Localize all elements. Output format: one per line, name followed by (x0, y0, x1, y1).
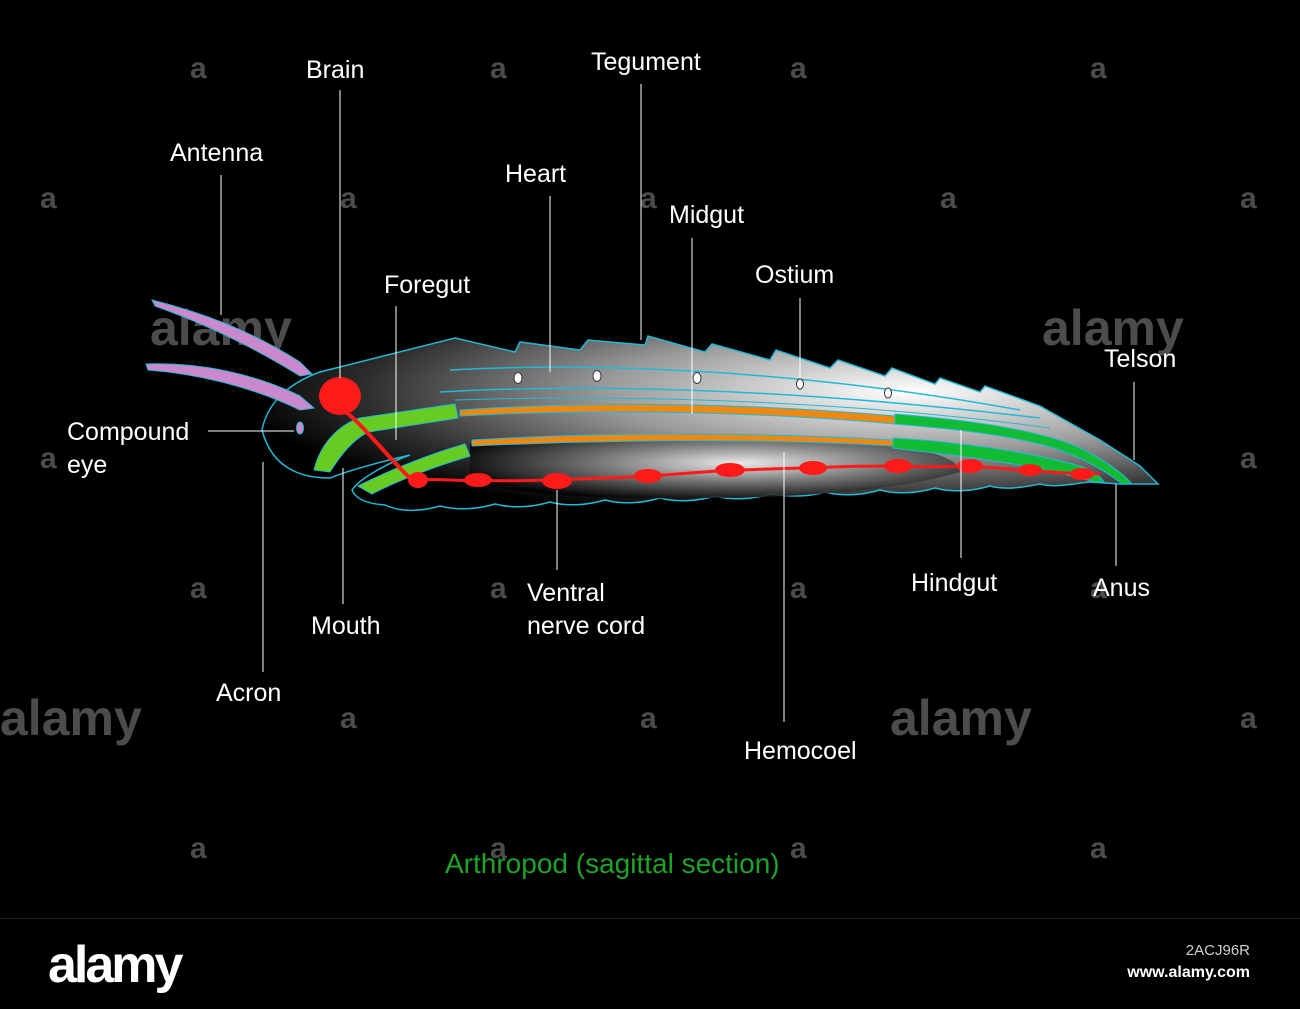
foregut-upper (313, 403, 459, 473)
hemocoel-region (470, 434, 960, 499)
antenna-lower (145, 363, 316, 411)
label-mouth: Mouth (311, 612, 380, 640)
watermark-mark: a (640, 182, 657, 215)
brain-shape (319, 377, 361, 415)
antenna-upper (151, 299, 314, 377)
ganglion (957, 459, 983, 473)
label-brain: Brain (306, 56, 364, 84)
ostium-dot (796, 378, 804, 390)
heart-tube-top (449, 366, 1021, 411)
label-antenna: Antenna (170, 139, 263, 167)
label-acron: Acron (216, 679, 281, 707)
watermark-mark: a (190, 52, 207, 85)
watermark-mark: a (1090, 52, 1107, 85)
watermark-mark: a (340, 182, 357, 215)
ganglion (542, 473, 572, 489)
ostium-dot (884, 387, 892, 399)
watermark-mark: a (790, 572, 807, 605)
ganglion (634, 469, 662, 483)
watermark-mark: a (340, 702, 357, 735)
watermark-mark: a (1240, 702, 1257, 735)
label-compound-eye-2: eye (67, 451, 107, 479)
diagram-caption: Arthropod (sagittal section) (445, 848, 780, 879)
watermark-mark: a (190, 832, 207, 865)
footer-url: www.alamy.com (1127, 964, 1250, 981)
footer-logo: alamy (48, 936, 183, 994)
label-ventral-nerve-cord-2: nerve cord (527, 612, 645, 640)
ganglion (799, 461, 827, 475)
label-hemocoel: Hemocoel (744, 737, 857, 765)
watermark-mark: a (1240, 182, 1257, 215)
nerve-connective (344, 410, 414, 482)
watermark-mark: a (790, 52, 807, 85)
watermark-mark: a (640, 702, 657, 735)
footer-divider (0, 918, 1300, 919)
foregut-lower (356, 443, 471, 495)
ganglion (715, 463, 745, 477)
label-compound-eye-1: Compound (67, 418, 189, 446)
watermark-mark: a (940, 182, 957, 215)
dorsal-line (454, 397, 1051, 429)
label-telson: Telson (1104, 345, 1176, 373)
heart-tube-bottom (439, 387, 1041, 419)
arthropod-body (145, 299, 1160, 512)
ostium-dot (592, 370, 602, 382)
ganglion (408, 472, 428, 488)
label-tegument: Tegument (591, 48, 701, 76)
watermark-mark: a (490, 52, 507, 85)
watermark-mark: a (190, 572, 207, 605)
labels: Brain Tegument Antenna Heart Midgut Osti… (67, 48, 1176, 765)
watermark-mark: a (1090, 832, 1107, 865)
watermark-brand: alamy (890, 690, 1032, 746)
ganglion (884, 459, 912, 473)
label-anus: Anus (1093, 574, 1150, 602)
compound-eye-shape (296, 421, 304, 435)
watermark-mark: a (490, 832, 507, 865)
ostium-dot (513, 372, 523, 384)
label-ostium: Ostium (755, 261, 834, 289)
watermark-mark: a (490, 572, 507, 605)
watermark-brand: alamy (0, 690, 142, 746)
label-heart: Heart (505, 160, 566, 188)
watermark-mark: a (40, 442, 57, 475)
footer-image-id: 2ACJ96R (1185, 942, 1250, 959)
hindgut-upper (894, 413, 1134, 485)
watermark-brand: alamy (1042, 300, 1184, 356)
watermark-mark: a (1090, 572, 1107, 605)
watermark-mark: a (1240, 442, 1257, 475)
watermark-mark: a (40, 182, 57, 215)
ganglion (464, 473, 492, 487)
leader-lines (208, 84, 1135, 722)
label-foregut: Foregut (384, 271, 470, 299)
ganglion (1070, 468, 1094, 480)
ostium-dot (692, 372, 702, 384)
label-hindgut: Hindgut (911, 569, 997, 597)
label-ventral-nerve-cord-1: Ventral (527, 579, 605, 607)
watermark-mark: a (790, 832, 807, 865)
ventral-nerve-cord (411, 464, 1101, 483)
label-midgut: Midgut (669, 201, 744, 229)
ganglion (1018, 464, 1042, 476)
